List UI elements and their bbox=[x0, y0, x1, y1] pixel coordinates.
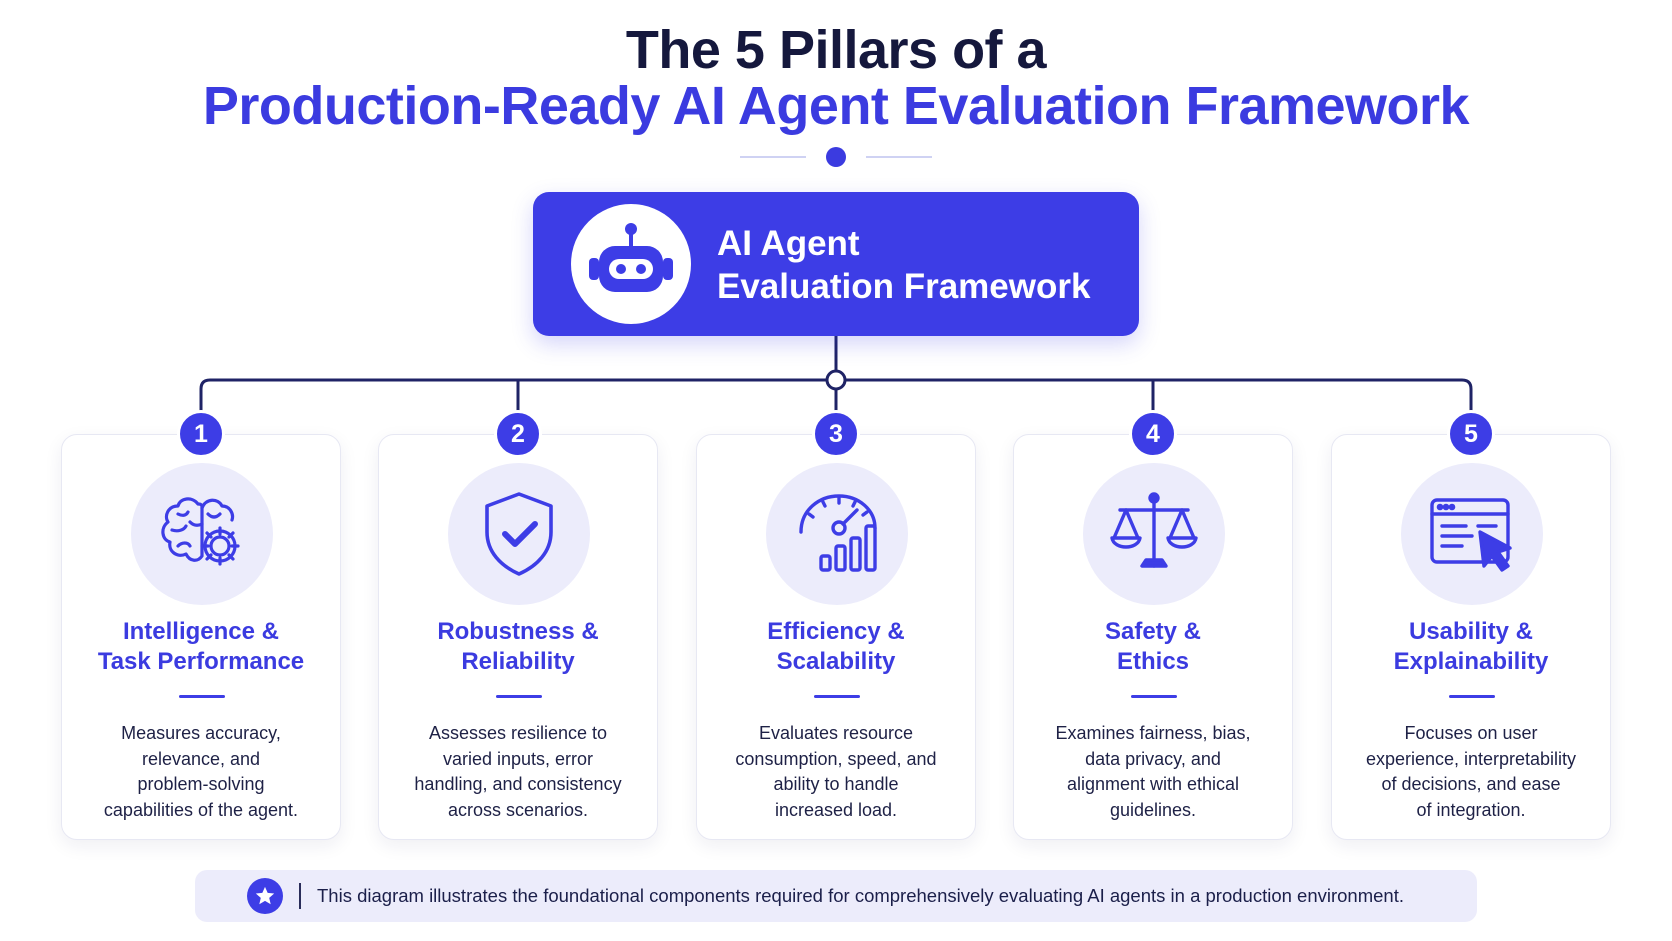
star-icon bbox=[247, 878, 283, 914]
pillar-title-line2: Scalability bbox=[776, 648, 896, 675]
pillar-title-line1: Efficiency & bbox=[767, 618, 905, 645]
branch-junction-node bbox=[825, 369, 847, 391]
pillar-card-usability: Usability & Explainability Focuses on us… bbox=[1331, 434, 1611, 840]
pillar-title-line1: Intelligence & bbox=[122, 618, 280, 645]
pillar-description-line: Focuses on user bbox=[1404, 723, 1538, 743]
pillar-number-badge-1: 1 bbox=[177, 410, 225, 458]
pillar-description: Evaluates resource consumption, speed, a… bbox=[711, 721, 961, 823]
scales-icon bbox=[1110, 492, 1198, 568]
browser-cursor-icon bbox=[1430, 498, 1512, 572]
shield-check-icon bbox=[485, 492, 553, 576]
pillar-description-line: of integration. bbox=[1416, 799, 1526, 820]
hero-icon-circle bbox=[571, 204, 691, 324]
pillar-title: Efficiency & Scalability bbox=[697, 617, 975, 677]
pillar-title: Safety & Ethics bbox=[1014, 617, 1292, 677]
pillar-description-line: of decisions, and ease bbox=[1381, 774, 1561, 794]
title-divider-right bbox=[866, 156, 932, 158]
title-divider-dot bbox=[826, 147, 846, 167]
pillar-title-line1: Usability & bbox=[1408, 618, 1534, 645]
pillar-icon-circle bbox=[766, 463, 908, 605]
pillar-icon-circle bbox=[131, 463, 273, 605]
pillar-description-line: problem-solving bbox=[137, 774, 265, 794]
pillar-card-intelligence: Intelligence & Task Performance Measures… bbox=[61, 434, 341, 840]
page-title-line2: Production-Ready AI Agent Evaluation Fra… bbox=[202, 76, 1470, 136]
pillar-card-safety: Safety & Ethics Examines fairness, bias,… bbox=[1013, 434, 1293, 840]
brain-gear-icon bbox=[161, 497, 240, 566]
title-divider-left bbox=[740, 156, 806, 158]
pillar-description-line: experience, interpretability bbox=[1365, 748, 1577, 769]
pillar-description-line: relevance, and bbox=[141, 748, 261, 769]
pillar-description-line: Examines fairness, bias, bbox=[1055, 723, 1251, 743]
pillar-number-badge-5: 5 bbox=[1447, 410, 1495, 458]
pillar-title-line2: Explainability bbox=[1393, 648, 1549, 675]
pillar-description-line: increased load. bbox=[774, 799, 898, 820]
pillar-description-line: handling, and consistency bbox=[414, 774, 622, 794]
pillar-title: Intelligence & Task Performance bbox=[62, 617, 340, 677]
pillar-description: Assesses resilience to varied inputs, er… bbox=[393, 721, 643, 823]
pillar-title-underline bbox=[1131, 695, 1177, 698]
pillar-description-line: data privacy, and bbox=[1085, 748, 1221, 769]
speedometer-bars-icon bbox=[799, 494, 877, 572]
pillar-title-underline bbox=[1449, 695, 1495, 698]
pillar-card-efficiency: Efficiency & Scalability Evaluates resou… bbox=[696, 434, 976, 840]
pillar-title: Usability & Explainability bbox=[1332, 617, 1610, 677]
pillar-title-line2: Task Performance bbox=[97, 648, 305, 675]
pillar-description: Measures accuracy, relevance, and proble… bbox=[76, 721, 326, 823]
hero-title: AI Agent Evaluation Framework bbox=[717, 222, 1090, 308]
hero-title-line2: Evaluation Framework bbox=[717, 267, 1091, 306]
pillar-description-line: consumption, speed, and bbox=[735, 748, 937, 769]
pillar-description: Focuses on user experience, interpretabi… bbox=[1346, 721, 1596, 823]
pillar-title-line1: Safety & bbox=[1104, 618, 1202, 645]
footer-note: This diagram illustrates the foundationa… bbox=[195, 870, 1477, 922]
pillar-icon-circle bbox=[1083, 463, 1225, 605]
pillar-description-line: Assesses resilience to bbox=[428, 723, 608, 743]
pillar-icon-circle bbox=[448, 463, 590, 605]
pillar-description-line: Evaluates resource bbox=[758, 723, 914, 743]
pillar-title-line1: Robustness & bbox=[437, 618, 599, 645]
pillar-description-line: across scenarios. bbox=[447, 799, 589, 820]
hero-framework-box: AI Agent Evaluation Framework bbox=[533, 192, 1139, 336]
pillar-icon-circle bbox=[1401, 463, 1543, 605]
hero-title-line1: AI Agent bbox=[717, 224, 860, 263]
pillar-description-line: Measures accuracy, bbox=[121, 723, 281, 743]
pillar-description-line: capabilities of the agent. bbox=[103, 799, 299, 820]
pillar-title-line2: Reliability bbox=[461, 648, 575, 675]
pillar-number-badge-4: 4 bbox=[1129, 410, 1177, 458]
page-title-line1: The 5 Pillars of a bbox=[625, 20, 1047, 80]
pillar-title-underline bbox=[814, 695, 860, 698]
footer-separator bbox=[299, 883, 301, 909]
pillar-description-line: ability to handle bbox=[773, 774, 899, 794]
pillar-title-line2: Ethics bbox=[1116, 648, 1190, 675]
pillar-title-underline bbox=[496, 695, 542, 698]
pillar-card-robustness: Robustness & Reliability Assesses resili… bbox=[378, 434, 658, 840]
pillar-description-line: guidelines. bbox=[1109, 799, 1197, 820]
footer-text: This diagram illustrates the foundationa… bbox=[317, 885, 1404, 906]
pillar-number-badge-3: 3 bbox=[812, 410, 860, 458]
pillar-description-line: varied inputs, error bbox=[442, 748, 594, 769]
pillar-description-line: alignment with ethical bbox=[1066, 774, 1240, 794]
pillar-title: Robustness & Reliability bbox=[379, 617, 657, 677]
pillar-description: Examines fairness, bias, data privacy, a… bbox=[1028, 721, 1278, 823]
robot-icon bbox=[589, 223, 673, 292]
pillar-title-underline bbox=[179, 695, 225, 698]
pillar-number-badge-2: 2 bbox=[494, 410, 542, 458]
